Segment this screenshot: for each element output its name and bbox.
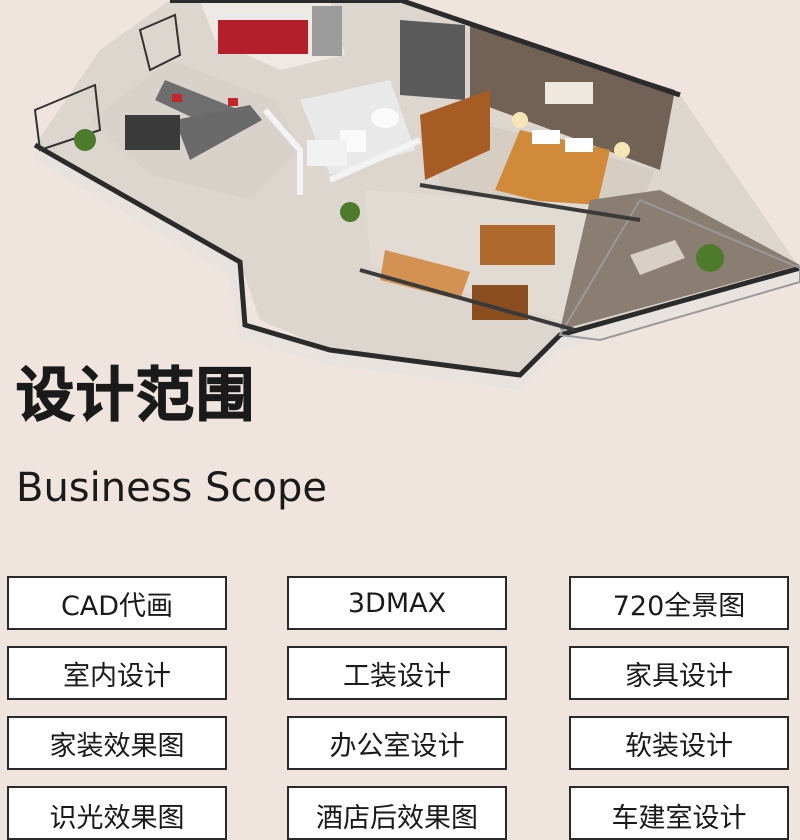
service-tag[interactable]: 酒店后效果图 <box>287 786 507 840</box>
service-tag[interactable]: 办公室设计 <box>287 716 507 770</box>
service-tag[interactable]: 室内设计 <box>7 646 227 700</box>
service-tag[interactable]: 识光效果图 <box>7 786 227 840</box>
service-tag[interactable]: 软装设计 <box>569 716 789 770</box>
service-tag[interactable]: 家具设计 <box>569 646 789 700</box>
service-tag[interactable]: 家装效果图 <box>7 716 227 770</box>
section-title-chinese: 设计范围 <box>15 361 257 429</box>
apartment-floorplan-render <box>33 0 800 390</box>
section-title-english: Business Scope <box>16 465 327 511</box>
service-tag[interactable]: 工装设计 <box>287 646 507 700</box>
service-tag[interactable]: 720全景图 <box>569 576 789 630</box>
service-tag[interactable]: 车建室设计 <box>569 786 789 840</box>
service-tag[interactable]: 3DMAX <box>287 576 507 630</box>
service-tag[interactable]: CAD代画 <box>7 576 227 630</box>
